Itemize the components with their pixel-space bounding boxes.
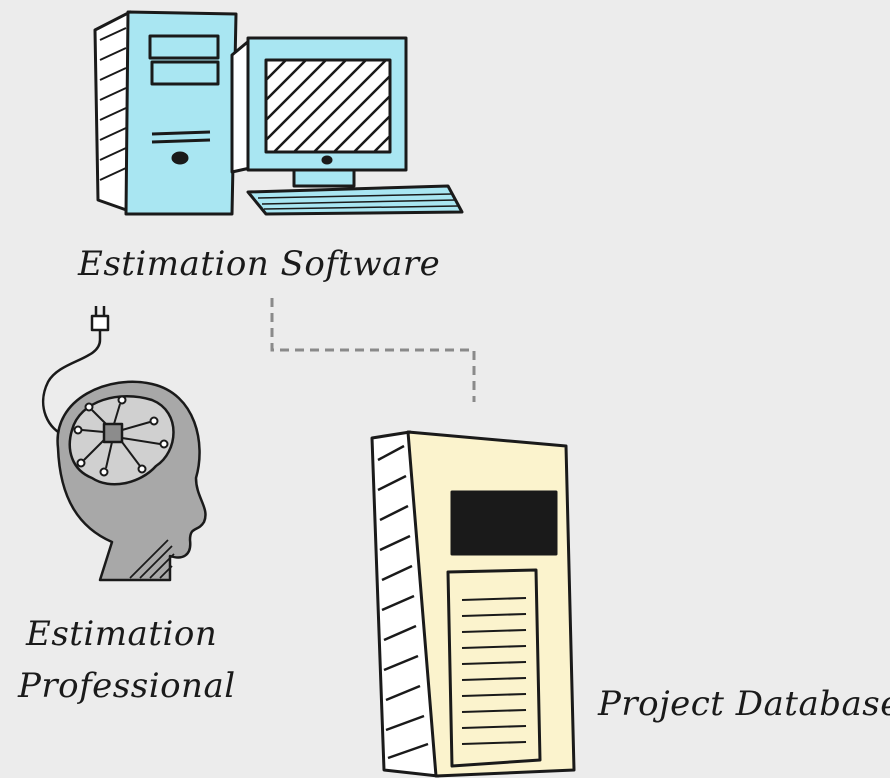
server-tower-icon (370, 430, 576, 778)
project-database-label: Project Database (598, 684, 890, 724)
estimation-professional-label-line2: Professional (18, 666, 236, 706)
estimation-professional-label-line1: Estimation (26, 614, 218, 654)
desktop-computer-icon (93, 10, 464, 216)
connector-line (270, 298, 476, 402)
estimation-software-label: Estimation Software (78, 244, 441, 284)
estimation-professional-label: Estimation Professional (18, 608, 236, 712)
plugged-brain-head-icon (42, 306, 207, 582)
